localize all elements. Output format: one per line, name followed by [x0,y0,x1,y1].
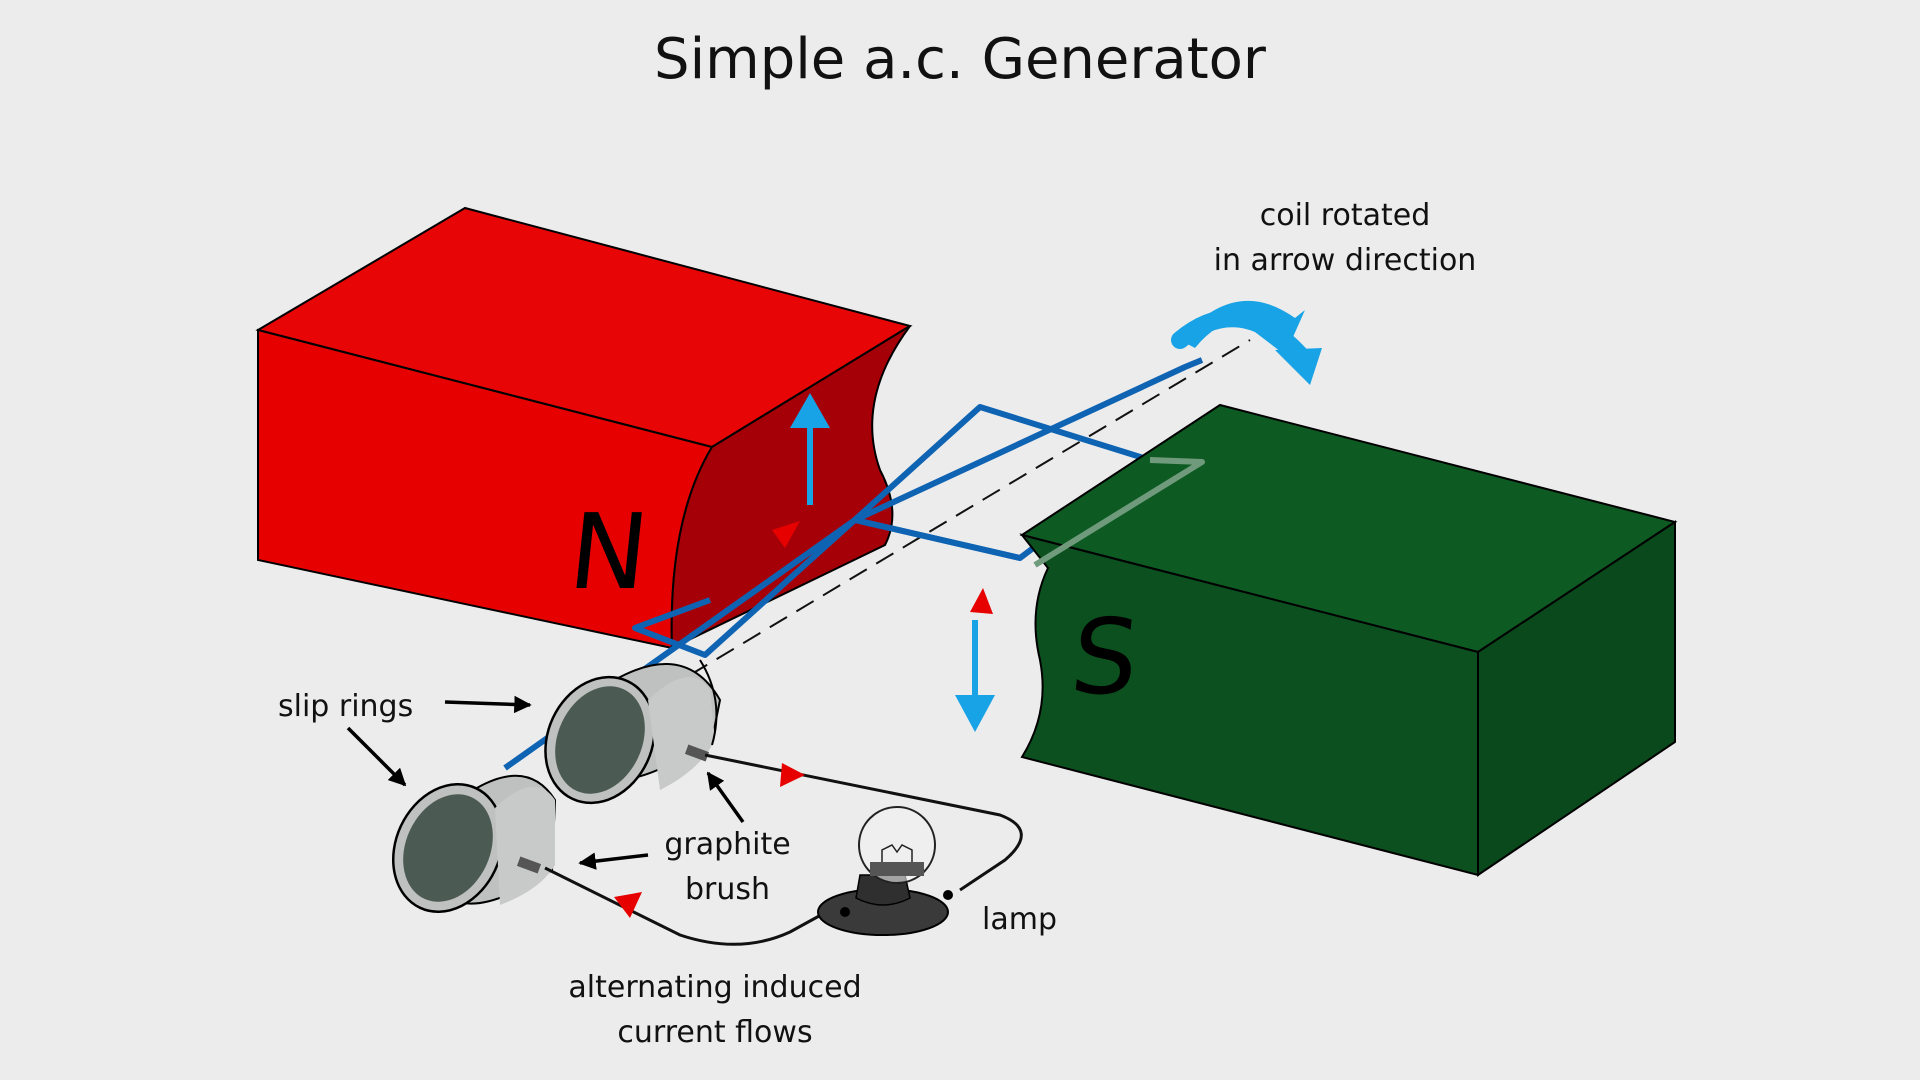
graphite-brush-pointer [578,852,649,870]
slip-rings-pointer [346,726,407,787]
graphite-brush-pointer [706,771,745,824]
lamp-icon [817,806,953,936]
current-direction-arrow-icon [614,892,642,918]
south-magnet [1019,403,1678,877]
south-pole-label: S [1065,596,1145,718]
rotation-axis [689,339,1251,676]
rotation-arrow-icon [1171,300,1322,385]
force-arrow-icon [790,393,830,505]
lamp-label: lamp [982,902,1057,937]
current-direction-arrow-icon [970,588,993,614]
north-magnet [255,206,913,650]
graphite-brush-label: graphite brush [664,827,791,907]
current-label: alternating induced current flows [568,970,862,1050]
current-direction-arrow-icon [780,763,805,787]
coil-wire-hidden [1033,457,1205,568]
slip-rings-label: slip rings [278,689,414,724]
slip-ring-back [544,659,722,805]
slip-rings-pointer [444,695,532,714]
slip-ring-front [391,774,557,913]
coil-rotation-label: coil rotated in arrow direction [1213,198,1477,278]
circuit-wire-lower [544,866,831,946]
north-pole-label: N [563,491,655,613]
force-arrow-icon [955,620,995,732]
diagram-title: Simple a.c. Generator [654,27,1266,92]
current-direction-arrow-icon [772,521,800,548]
